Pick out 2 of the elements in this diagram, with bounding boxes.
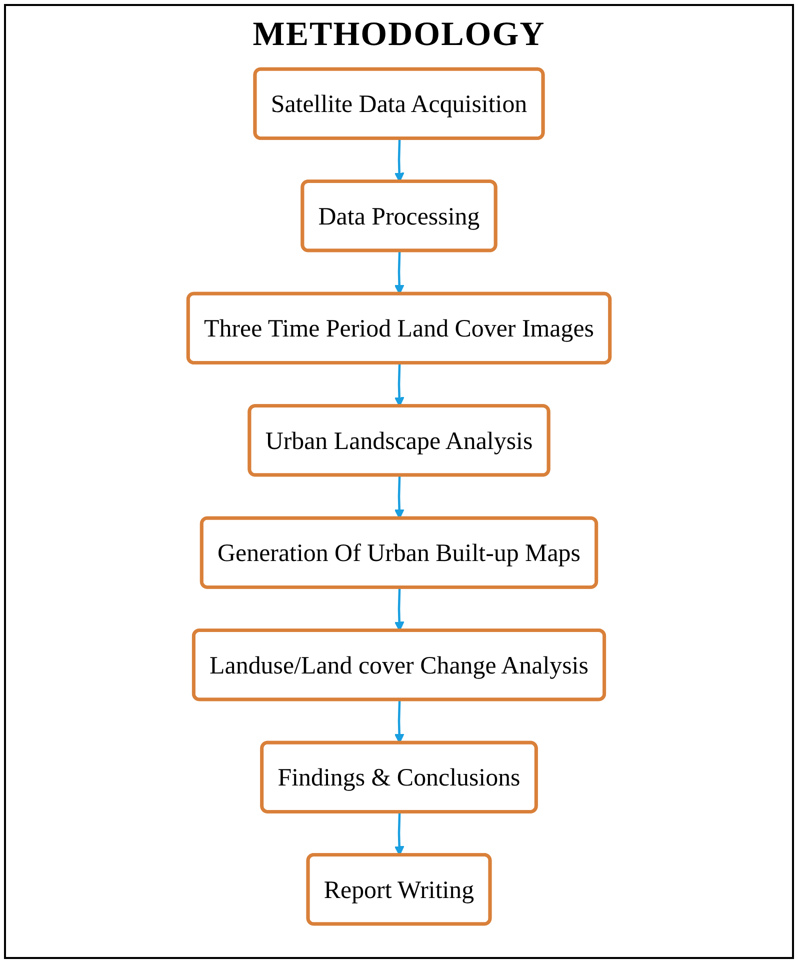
diagram-frame: METHODOLOGY Satellite Data Acquisition Data Processing Three Time Period Land Cover Images Urban Landscape Analysis Generation Of Urban Built-up Maps Landuse/Land cover Change Analysis Findings & Conclusions Report Writing <box>4 4 794 959</box>
diagram-title: METHODOLOGY <box>252 16 546 54</box>
